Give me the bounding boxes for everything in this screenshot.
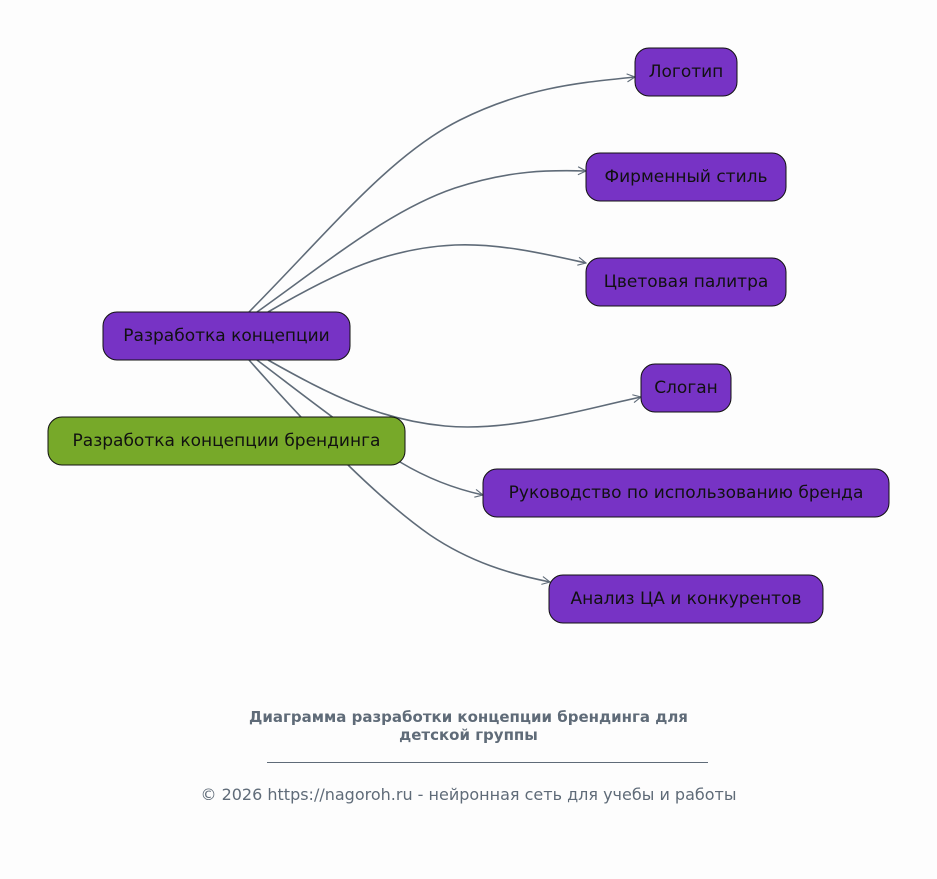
node-slogan[interactable]: Слоган — [640, 363, 732, 413]
node-hub-label: Разработка концепции — [123, 326, 329, 346]
diagram-caption-title: Диаграмма разработки концепции брендинга… — [0, 708, 937, 744]
node-corporate-style-label: Фирменный стиль — [604, 167, 767, 187]
node-hub[interactable]: Разработка концепции — [102, 311, 351, 361]
node-logo-label: Логотип — [649, 62, 724, 82]
node-color-palette[interactable]: Цветовая палитра — [585, 257, 787, 307]
node-root-label: Разработка концепции брендинга — [73, 431, 381, 451]
edge-to-corporate-style — [256, 171, 586, 313]
node-audience-analysis-label: Анализ ЦА и конкурентов — [570, 589, 801, 609]
edge-to-color-palette — [267, 243, 586, 313]
node-slogan-label: Слоган — [654, 378, 718, 398]
node-logo[interactable]: Логотип — [634, 47, 738, 97]
node-corporate-style[interactable]: Фирменный стиль — [585, 152, 787, 202]
node-root[interactable]: Разработка концепции брендинга — [47, 416, 406, 466]
caption-divider — [267, 762, 708, 763]
node-brand-guide-label: Руководство по использованию бренда — [509, 483, 864, 503]
node-color-palette-label: Цветовая палитра — [604, 272, 769, 292]
node-brand-guide[interactable]: Руководство по использованию бренда — [482, 468, 890, 518]
edge-to-slogan — [267, 359, 641, 428]
caption-title-line-2: детской группы — [399, 726, 538, 744]
copyright-text: © 2026 https://nagoroh.ru - нейронная се… — [200, 785, 737, 804]
edge-to-logo — [248, 77, 635, 313]
node-audience-analysis[interactable]: Анализ ЦА и конкурентов — [548, 574, 824, 624]
caption-title-line-1: Диаграмма разработки концепции брендинга… — [249, 708, 688, 726]
